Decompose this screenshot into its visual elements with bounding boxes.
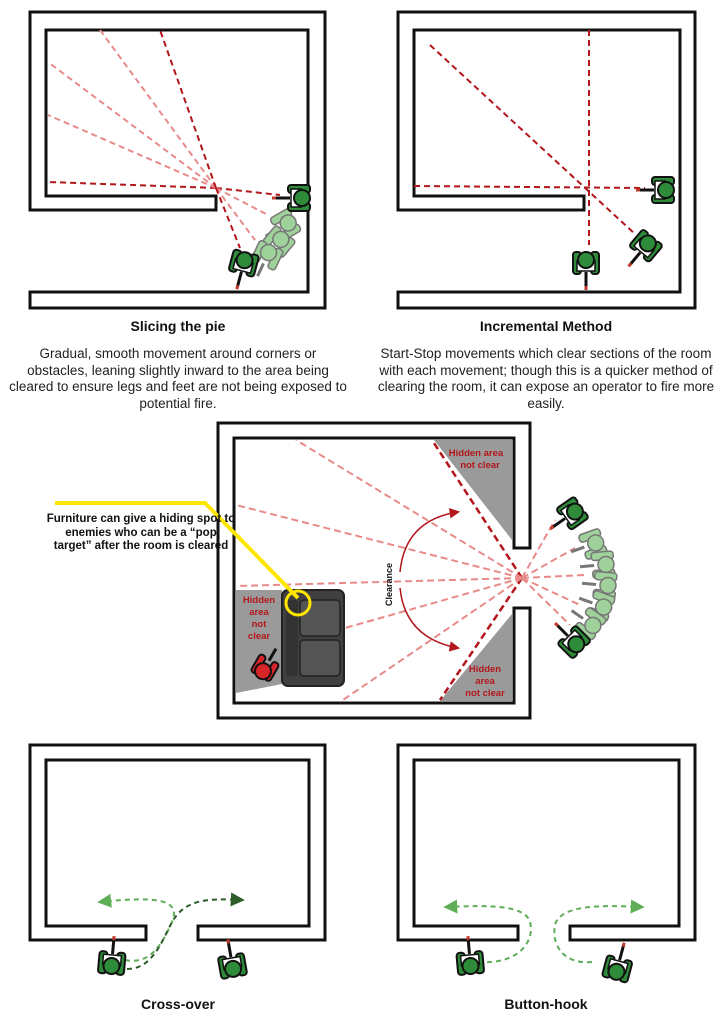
room-wall <box>396 743 697 942</box>
furniture-couch <box>281 589 345 687</box>
operator <box>271 184 311 212</box>
furniture-callout: Furniture can give a hiding spot to enem… <box>46 513 236 552</box>
operator <box>544 612 593 661</box>
clearance-arc-top <box>399 508 461 573</box>
buttonhook-title: Button-hook <box>504 996 588 1012</box>
panel-slicing-the-pie <box>28 10 327 310</box>
operator <box>223 248 261 294</box>
operator <box>541 495 590 541</box>
incremental-description: Start-Stop movements which clear section… <box>377 346 715 411</box>
hidden-label-top: Hidden area not clear <box>449 448 504 471</box>
sightlines <box>413 30 646 245</box>
svg-text:Hidden area: Hidden area <box>449 448 504 459</box>
operator <box>214 936 249 981</box>
callout-pointer <box>55 501 300 600</box>
hidden-area-bottom <box>440 614 512 701</box>
sightlines <box>47 29 281 249</box>
operator <box>635 176 675 204</box>
incremental-title: Incremental Method <box>479 318 613 334</box>
path-left <box>443 899 532 964</box>
sightlines <box>235 439 586 703</box>
panel-center-room: Hidden area not clear Hidden area not cl… <box>55 421 618 720</box>
slicing-title: Slicing the pie <box>130 318 226 334</box>
svg-text:not: not <box>252 619 268 630</box>
panel-cross-over <box>28 743 327 981</box>
svg-text:Hidden: Hidden <box>469 664 501 675</box>
path-light <box>97 893 175 962</box>
panel-button-hook <box>396 743 697 984</box>
room-wall <box>28 743 327 942</box>
path-right <box>553 899 645 964</box>
svg-text:area: area <box>249 607 269 618</box>
operator <box>600 938 638 984</box>
svg-text:Hidden: Hidden <box>243 595 275 606</box>
crossover-title: Cross-over <box>141 996 215 1012</box>
operator <box>572 251 600 291</box>
furniture-highlight <box>284 589 312 617</box>
clearance-label: Clearance <box>384 563 394 606</box>
room-wall <box>28 10 327 310</box>
svg-text:not clear: not clear <box>465 688 505 699</box>
hidden-area-top <box>434 440 512 540</box>
room-wall <box>396 10 697 310</box>
operator <box>617 227 664 276</box>
clearance-arc-bottom <box>399 587 461 652</box>
path-dark <box>117 892 245 971</box>
hidden-label-left: Hidden area not clear <box>243 595 275 642</box>
hidden-label-bottom: Hidden area not clear <box>465 664 505 699</box>
svg-text:not clear: not clear <box>460 460 500 471</box>
panel-incremental-method <box>396 10 697 310</box>
room-wall <box>216 421 532 720</box>
svg-text:clear: clear <box>248 631 270 642</box>
svg-text:area: area <box>475 676 495 687</box>
slicing-description: Gradual, smooth movement around corners … <box>9 346 347 411</box>
